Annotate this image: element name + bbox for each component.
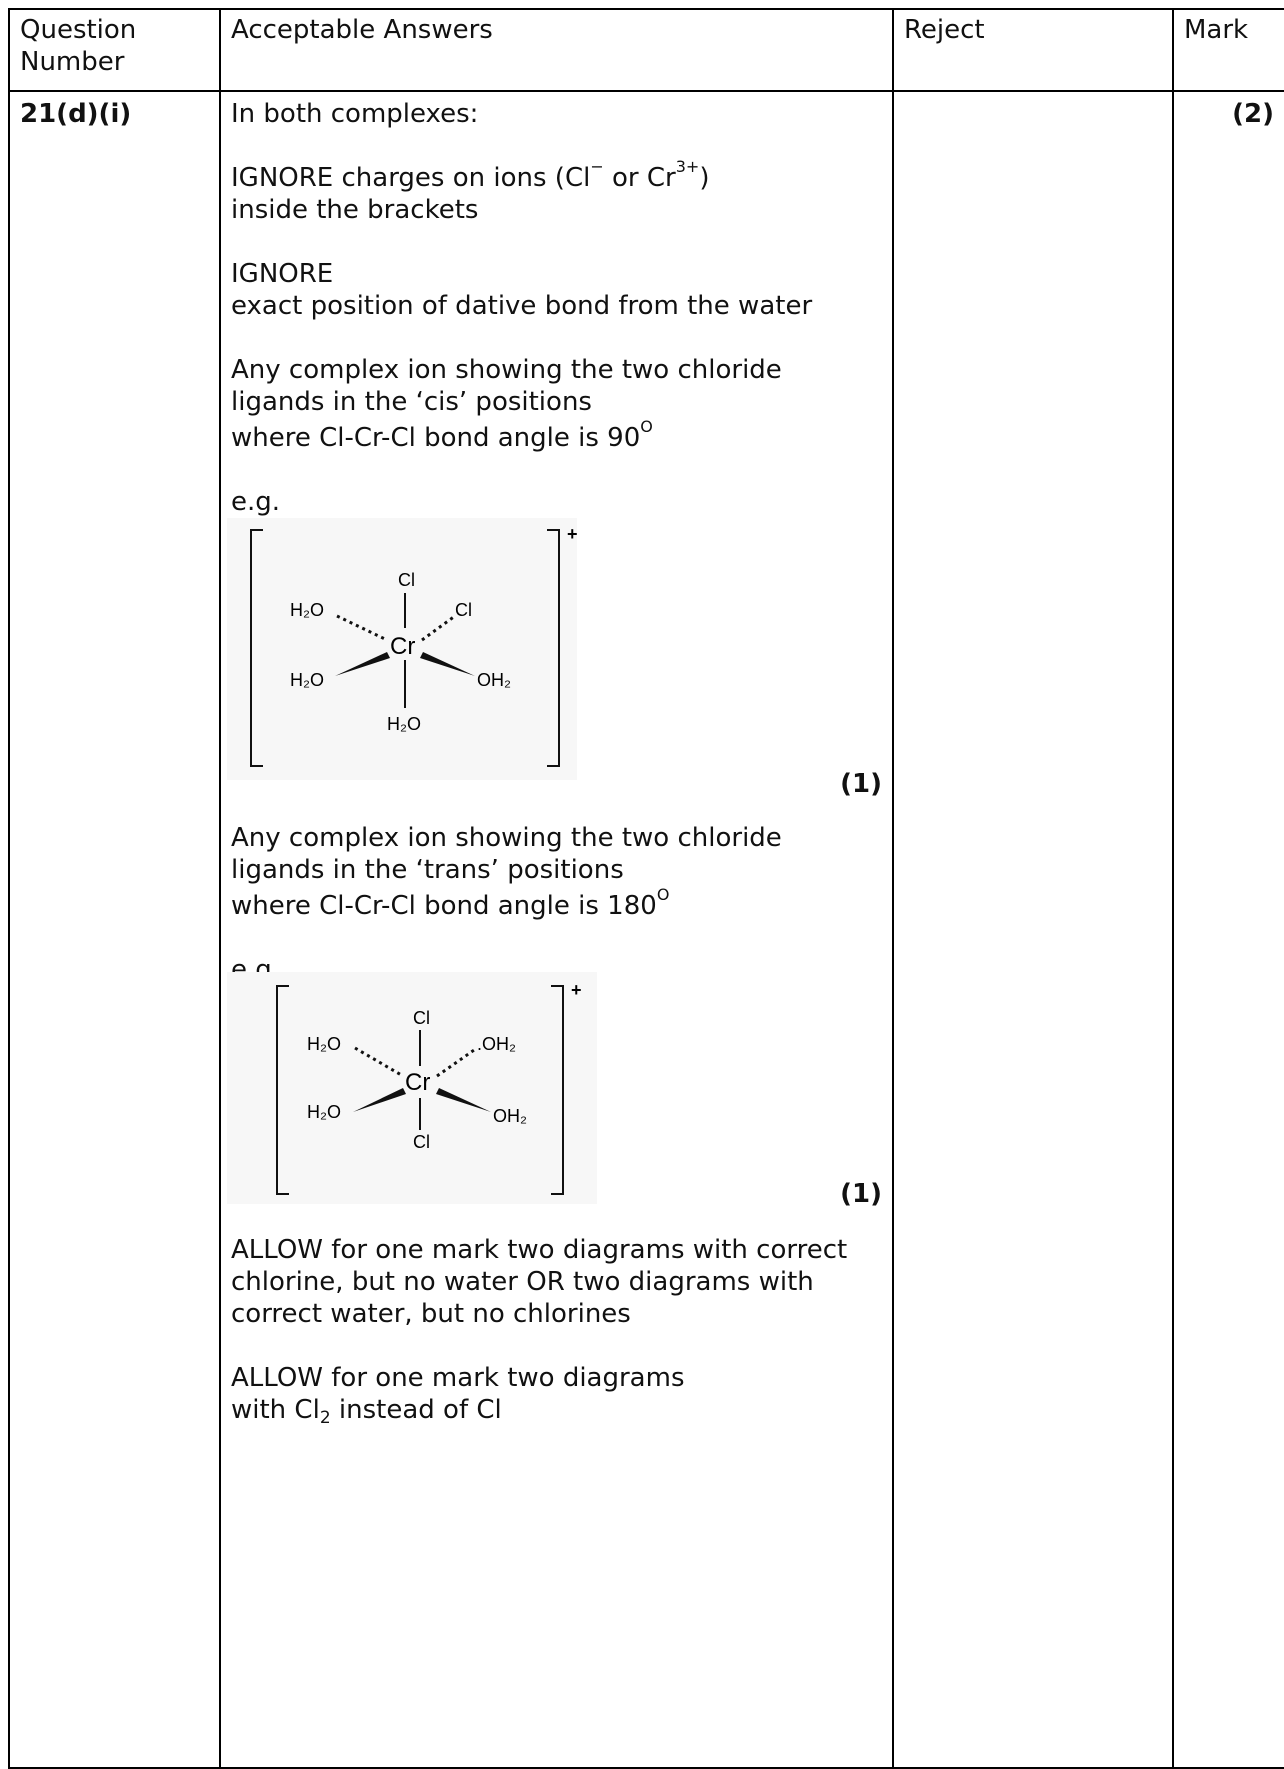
acceptable-answers-cell: In both complexes: IGNORE charges on ion… (219, 90, 894, 1769)
allow-cl2-line2: with Cl2 instead of Cl (231, 1395, 502, 1428)
trans-upper-right-ligand: .OH₂ (477, 1034, 516, 1054)
cis-lower-left-ligand: H₂O (290, 670, 324, 690)
header-question-number: Question Number (8, 8, 221, 92)
trans-bottom-ligand: Cl (413, 1132, 430, 1152)
ignore-label: IGNORE (231, 259, 334, 289)
header-row: Question Number Acceptable Answers Rejec… (8, 8, 1284, 92)
cis-charge: + (567, 524, 577, 544)
trans-upper-left-ligand: H₂O (307, 1034, 341, 1054)
intro-text: In both complexes: (231, 99, 479, 129)
cis-center-metal: Cr (390, 633, 415, 660)
cis-lower-right-ligand: OH₂ (477, 670, 511, 690)
trans-angle: where Cl-Cr-Cl bond angle is 180O (231, 885, 670, 922)
cis-eg-label: e.g. (231, 487, 281, 517)
trans-description: Any complex ion showing the two chloride… (231, 823, 782, 885)
ignore-dative-text: exact position of dative bond from the w… (231, 291, 813, 321)
allow-one-mark-text: ALLOW for one mark two diagrams with cor… (231, 1235, 848, 1329)
allow-cl2-line1: ALLOW for one mark two diagrams (231, 1363, 685, 1393)
trans-mark: (1) (840, 1179, 882, 1209)
cis-description: Any complex ion showing the two chloride… (231, 355, 782, 417)
cis-bottom-ligand: H₂O (387, 714, 421, 734)
header-acceptable-answers: Acceptable Answers (219, 8, 894, 92)
mark-cell: (2) (1172, 90, 1284, 1769)
trans-top-ligand: Cl (413, 1008, 430, 1028)
answer-row: 21(d)(i) In both complexes: IGNORE charg… (8, 90, 1284, 1769)
cis-mark: (1) (840, 769, 882, 799)
cis-angle: where Cl-Cr-Cl bond angle is 90O (231, 417, 653, 454)
cis-complex-diagram: + Cl Cl H₂O Cr H₂O OH₂ H₂O (227, 518, 577, 780)
header-mark: Mark (1172, 8, 1284, 92)
question-number: 21(d)(i) (8, 90, 221, 1769)
ignore-charges-line2: inside the brackets (231, 195, 479, 225)
trans-lower-left-ligand: H₂O (307, 1102, 341, 1122)
trans-charge: + (571, 980, 582, 1000)
trans-complex-diagram: + Cl .OH₂ H₂O Cr H₂O OH₂ Cl (227, 972, 597, 1204)
reject-cell (892, 90, 1174, 1769)
trans-center-metal: Cr (405, 1069, 430, 1096)
ignore-charges-text: IGNORE charges on ions (Cl− or Cr3+) (231, 157, 710, 194)
mark-scheme-table: Question Number Acceptable Answers Rejec… (8, 8, 1284, 1769)
cis-top-ligand: Cl (398, 570, 415, 590)
header-reject: Reject (892, 8, 1174, 92)
trans-lower-right-ligand: OH₂ (493, 1106, 527, 1126)
cis-upper-left-ligand: H₂O (290, 600, 324, 620)
cis-upper-right-ligand: Cl (455, 600, 472, 620)
